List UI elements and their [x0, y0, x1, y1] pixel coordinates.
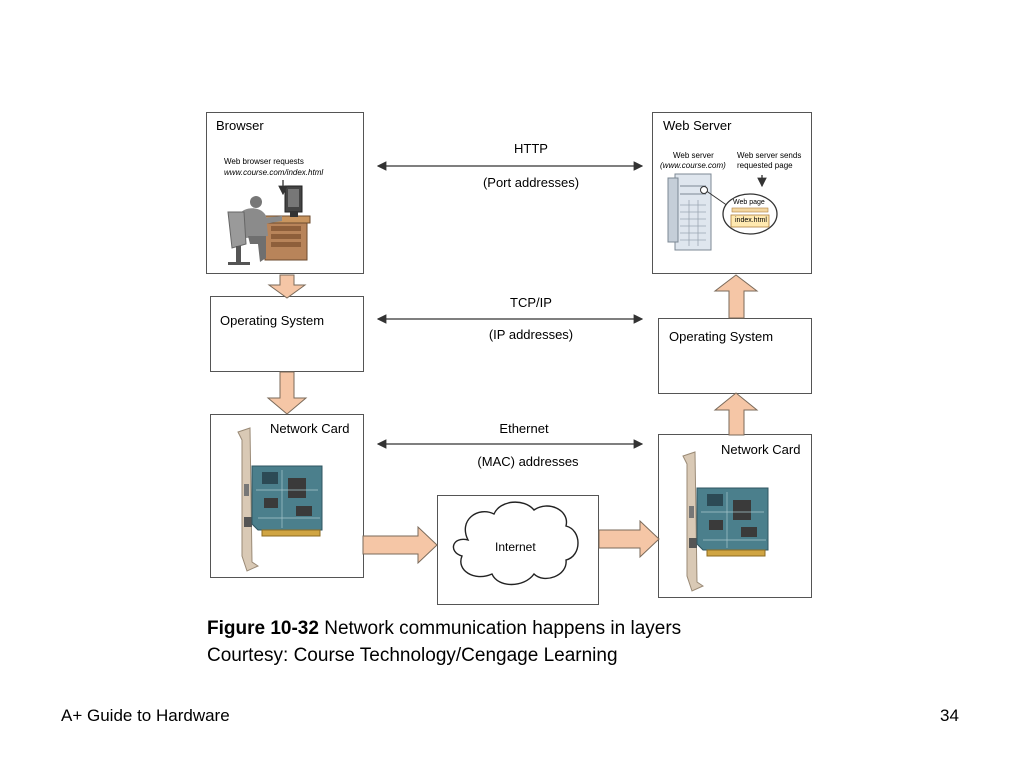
- os-to-nic-arrow: [266, 371, 308, 415]
- caption-line1: Figure 10-32 Network communication happe…: [207, 615, 681, 642]
- protocol-ethernet-detail: (MAC) addresses: [477, 454, 579, 469]
- figure-number: Figure 10-32: [207, 618, 319, 639]
- footer-page-number: 34: [940, 706, 959, 725]
- nic-left-title: Network Card: [270, 421, 350, 436]
- nic-right-title: Network Card: [721, 442, 801, 457]
- browser-title: Browser: [216, 118, 264, 133]
- network-card-right-illustration: [682, 451, 769, 592]
- os-right-title: Operating System: [669, 329, 774, 344]
- nic-to-internet-arrow: [362, 525, 438, 565]
- server-tower-illustration: [667, 173, 778, 251]
- caption-credit: Courtesy: Course Technology/Cengage Lear…: [207, 645, 618, 666]
- footer-book-title: A+ Guide to Hardware: [61, 706, 230, 725]
- os-right-box: [658, 318, 812, 394]
- person-at-computer-illustration: [227, 185, 311, 265]
- server-sends-line2: requested page: [737, 161, 793, 170]
- os-left-box: [210, 296, 364, 372]
- server-label-line2: (www.course.com): [660, 161, 726, 170]
- server-sends-line1: Web server sends: [737, 151, 802, 160]
- browser-request-line1: Web browser requests: [224, 157, 304, 166]
- web-server-title: Web Server: [663, 118, 732, 133]
- server-label-line1: Web server: [673, 151, 714, 160]
- network-card-left-illustration: [237, 427, 323, 572]
- os-left-title: Operating System: [220, 313, 325, 328]
- web-page-file: index.html: [735, 217, 767, 224]
- browser-request-line2: www.course.com/index.html: [224, 168, 324, 177]
- internet-label: Internet: [495, 540, 536, 554]
- web-page-label: Web page: [733, 199, 765, 206]
- protocol-ethernet-name: Ethernet: [499, 421, 549, 436]
- internet-to-nic-arrow: [598, 519, 660, 559]
- nic-to-os-arrow: [713, 392, 759, 436]
- protocol-http-detail: (Port addresses): [482, 175, 580, 190]
- protocol-http-name: HTTP: [514, 141, 548, 156]
- internet-cloud: [452, 501, 579, 586]
- os-to-server-arrow: [713, 274, 759, 319]
- figure-title: Network communication happens in layers: [324, 618, 682, 639]
- protocol-tcpip-name: TCP/IP: [510, 295, 552, 310]
- browser-to-os-arrow: [267, 274, 307, 299]
- figure-caption: Figure 10-32 Network communication happe…: [207, 615, 681, 669]
- protocol-tcpip-detail: (IP addresses): [488, 327, 574, 342]
